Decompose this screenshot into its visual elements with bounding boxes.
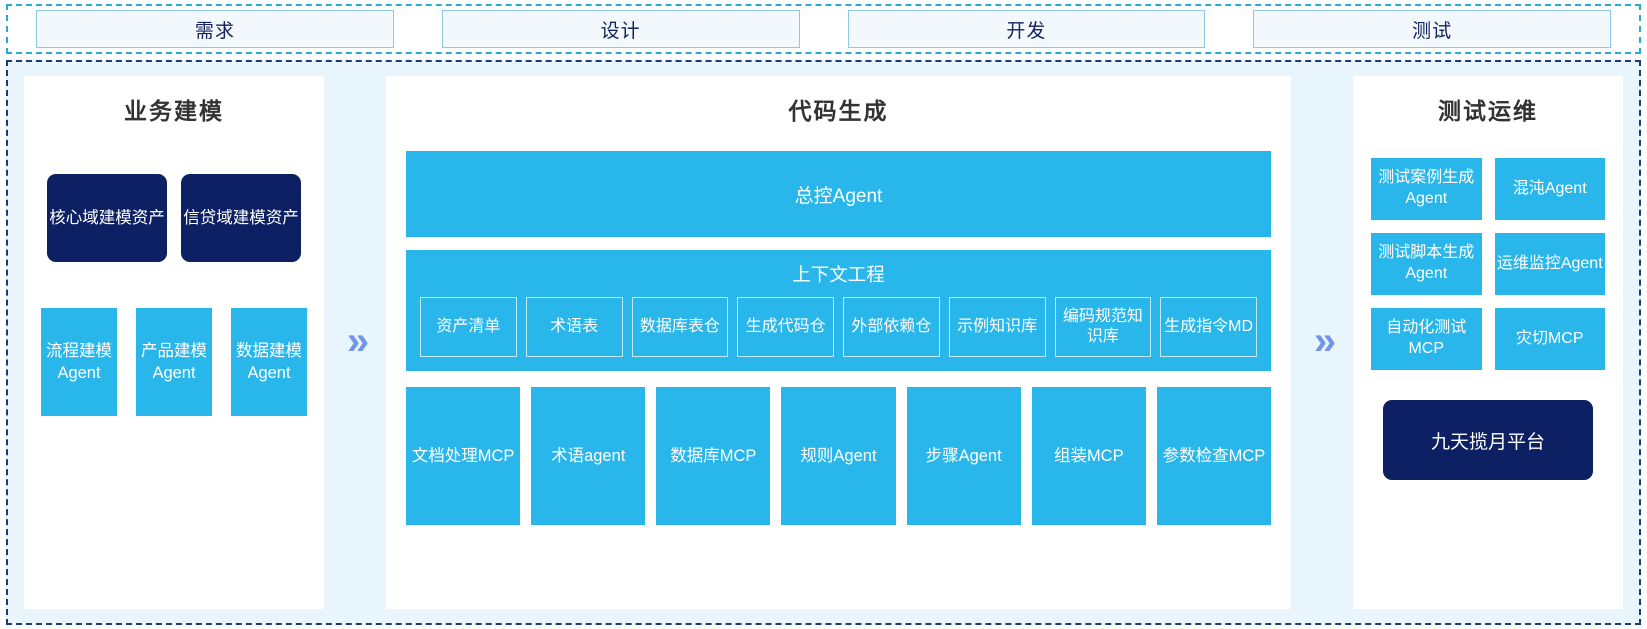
panel-title-business-modeling: 业务建模 <box>124 98 224 124</box>
modeler-card-process[interactable]: 流程建模Agent <box>41 308 117 416</box>
testops-card-grid: 测试案例生成Agent 混沌Agent 测试脚本生成Agent 运维监控Agen… <box>1353 158 1623 370</box>
panel-title-test-operations: 测试运维 <box>1438 98 1538 124</box>
modeler-card-label: 流程建模Agent <box>46 341 112 382</box>
testops-card-test-script-generation-agent[interactable]: 测试脚本生成Agent <box>1371 233 1482 295</box>
context-card-asset-inventory[interactable]: 资产清单 <box>420 297 517 357</box>
context-card-label: 示例知识库 <box>957 318 1038 335</box>
architecture-stage: 业务建模 核心域建模资产 信贷域建模资产 流程建模Agent 产品建模Agent… <box>6 60 1641 625</box>
platform-card-jiutian-lanyue[interactable]: 九天揽月平台 <box>1383 400 1593 480</box>
panel-code-generation: 代码生成 总控Agent 上下文工程 资产清单 术语表 数据库表仓 <box>386 76 1291 609</box>
tool-card-label: 参数检查MCP <box>1162 446 1266 465</box>
testops-card-label: 混沌Agent <box>1512 179 1587 197</box>
phase-label: 需求 <box>194 20 235 42</box>
phase-box-testing[interactable]: 测试 <box>1253 10 1611 48</box>
tool-card-rule-agent[interactable]: 规则Agent <box>781 387 896 525</box>
context-card-row: 资产清单 术语表 数据库表仓 生成代码仓 外部依赖仓 示例知 <box>420 297 1257 357</box>
context-engineering-block: 上下文工程 资产清单 术语表 数据库表仓 生成代码仓 外部依赖仓 <box>406 250 1271 371</box>
chevron-right-icon-right: » <box>1313 318 1336 363</box>
phase-label: 设计 <box>600 20 641 42</box>
platform-card-wrapper: 九天揽月平台 <box>1353 400 1623 480</box>
tool-card-label: 文档处理MCP <box>411 446 515 465</box>
context-card-label: 术语表 <box>550 318 599 335</box>
asset-card-label: 核心域建模资产 <box>49 208 165 227</box>
testops-card-disaster-switch-mcp[interactable]: 灾切MCP <box>1494 308 1605 370</box>
testops-card-chaos-agent[interactable]: 混沌Agent <box>1494 158 1605 220</box>
panel-test-operations: 测试运维 测试案例生成Agent 混沌Agent 测试脚本生成Agent 运维监… <box>1353 76 1623 609</box>
testops-card-label: 运维监控Agent <box>1496 254 1603 272</box>
testops-card-label: 灾切MCP <box>1515 329 1584 347</box>
platform-card-label: 九天揽月平台 <box>1430 431 1545 453</box>
context-card-glossary[interactable]: 术语表 <box>525 297 623 357</box>
context-card-db-table-repo[interactable]: 数据库表仓 <box>631 297 729 357</box>
tool-card-assembly-mcp[interactable]: 组装MCP <box>1031 387 1146 525</box>
tool-card-database-mcp[interactable]: 数据库MCP <box>656 387 771 525</box>
tool-card-label: 组装MCP <box>1053 446 1124 465</box>
phase-box-design[interactable]: 设计 <box>441 10 800 48</box>
asset-card-label: 信贷域建模资产 <box>183 208 299 227</box>
modeler-card-label: 数据建模Agent <box>236 341 302 382</box>
testops-card-ops-monitoring-agent[interactable]: 运维监控Agent <box>1494 233 1605 295</box>
asset-card-core-domain[interactable]: 核心域建模资产 <box>47 174 167 262</box>
business-modeler-row: 流程建模Agent 产品建模Agent 数据建模Agent <box>24 308 324 416</box>
phase-strip: 需求 设计 开发 测试 <box>6 4 1641 54</box>
modeler-card-data[interactable]: 数据建模Agent <box>231 308 307 416</box>
tool-card-row: 文档处理MCP 术语agent 数据库MCP 规则Agent 步骤Agent 组… <box>406 387 1271 525</box>
tool-card-label: 规则Agent <box>800 446 877 465</box>
modeler-card-product[interactable]: 产品建模Agent <box>136 308 212 416</box>
phase-box-development[interactable]: 开发 <box>847 10 1206 48</box>
context-card-label: 数据库表仓 <box>639 318 720 335</box>
tool-card-glossary-agent[interactable]: 术语agent <box>531 387 646 525</box>
testops-card-label: 测试案例生成Agent <box>1378 169 1475 207</box>
context-card-generation-instruction-md[interactable]: 生成指令MD <box>1160 297 1257 357</box>
testops-card-test-case-generation-agent[interactable]: 测试案例生成Agent <box>1371 158 1482 220</box>
panel-title-code-generation: 代码生成 <box>788 98 889 124</box>
master-agent-label: 总控Agent <box>794 185 883 207</box>
context-card-label: 生成指令MD <box>1164 318 1254 335</box>
context-card-label: 生成代码仓 <box>745 318 826 335</box>
tool-card-parameter-check-mcp[interactable]: 参数检查MCP <box>1156 387 1271 525</box>
context-card-label: 编码规范知识库 <box>1062 308 1143 345</box>
asset-card-credit-domain[interactable]: 信贷域建模资产 <box>181 174 301 262</box>
business-asset-row: 核心域建模资产 信贷域建模资产 <box>24 174 324 262</box>
context-engineering-title: 上下文工程 <box>792 264 885 285</box>
context-card-label: 资产清单 <box>436 318 501 335</box>
phase-label: 开发 <box>1006 20 1047 42</box>
tool-card-label: 术语agent <box>551 446 626 465</box>
modeler-card-label: 产品建模Agent <box>141 341 207 382</box>
context-card-generated-code-repo[interactable]: 生成代码仓 <box>737 297 834 357</box>
panel-business-modeling: 业务建模 核心域建模资产 信贷域建模资产 流程建模Agent 产品建模Agent… <box>24 76 324 609</box>
tool-card-label: 步骤Agent <box>925 446 1002 465</box>
context-card-coding-standard-knowledge-base[interactable]: 编码规范知识库 <box>1054 297 1152 357</box>
phase-box-requirements[interactable]: 需求 <box>36 10 394 48</box>
tool-card-step-agent[interactable]: 步骤Agent <box>906 387 1021 525</box>
context-card-example-knowledge-base[interactable]: 示例知识库 <box>948 297 1046 357</box>
phase-label: 测试 <box>1412 20 1453 42</box>
testops-card-label: 测试脚本生成Agent <box>1378 244 1475 282</box>
tool-card-label: 数据库MCP <box>670 446 757 465</box>
master-agent-bar[interactable]: 总控Agent <box>406 151 1271 237</box>
tool-card-document-processing-mcp[interactable]: 文档处理MCP <box>406 387 521 525</box>
testops-card-label: 自动化测试MCP <box>1386 319 1467 357</box>
context-card-external-deps-repo[interactable]: 外部依赖仓 <box>843 297 940 357</box>
chevron-right-icon-left: » <box>346 318 369 363</box>
testops-card-automated-testing-mcp[interactable]: 自动化测试MCP <box>1371 308 1482 370</box>
context-card-label: 外部依赖仓 <box>851 318 932 335</box>
